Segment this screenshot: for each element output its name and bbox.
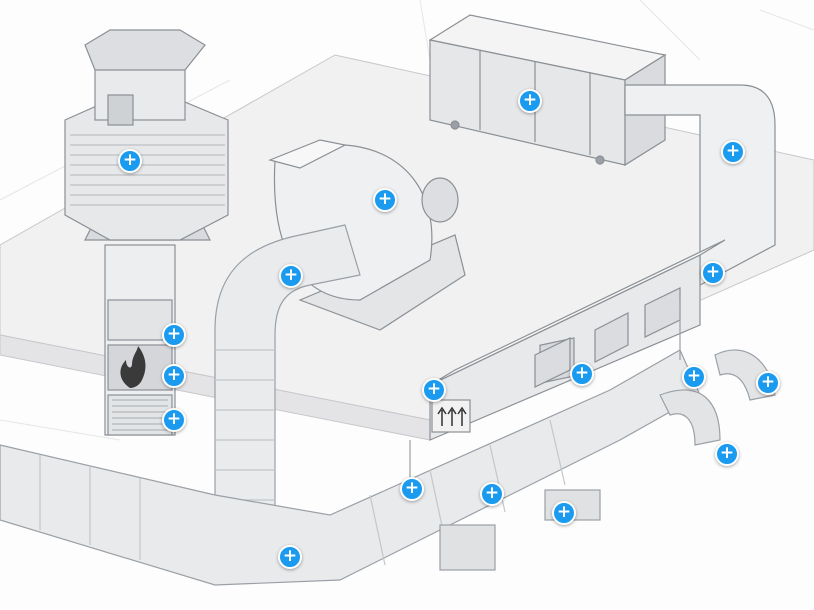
hotspot-round-duct-hanger[interactable]: + <box>400 477 424 501</box>
hotspot-shaft-damper[interactable]: + <box>162 323 186 347</box>
plus-icon: + <box>760 372 776 392</box>
hotspot-shaft-louver[interactable]: + <box>162 408 186 432</box>
hotspot-rect-duct-grille[interactable]: + <box>701 261 725 285</box>
plus-icon: + <box>574 363 590 383</box>
plus-icon: + <box>404 478 420 498</box>
hotspot-duct-support[interactable]: + <box>552 501 576 525</box>
plus-icon: + <box>166 409 182 429</box>
plus-icon: + <box>426 379 442 399</box>
rect-duct <box>429 84 776 441</box>
plus-icon: + <box>705 262 721 282</box>
plus-icon: + <box>283 265 299 285</box>
roof-fan <box>64 29 229 436</box>
hotspot-round-duct-main[interactable]: + <box>480 482 504 506</box>
heat-arrows-icon <box>437 406 467 426</box>
plus-icon: + <box>725 141 741 161</box>
hotspot-duct-bend-top[interactable]: + <box>721 140 745 164</box>
hotspot-round-duct-elbow[interactable]: + <box>278 545 302 569</box>
plus-icon: + <box>377 189 393 209</box>
hotspot-heater-section[interactable]: + <box>422 378 446 402</box>
hotspot-flex-duct[interactable]: + <box>279 264 303 288</box>
fire-icon <box>120 346 146 388</box>
plus-icon: + <box>166 324 182 344</box>
hotspot-filter-unit[interactable]: + <box>518 89 542 113</box>
plus-icon: + <box>166 365 182 385</box>
plus-icon: + <box>484 483 500 503</box>
hotspot-duct-grille-mid[interactable]: + <box>570 362 594 386</box>
plus-icon: + <box>122 150 138 170</box>
hotspot-shaft-fire-damper[interactable]: + <box>162 364 186 388</box>
plus-icon: + <box>556 502 572 522</box>
hotspot-roof-fan[interactable]: + <box>118 149 142 173</box>
flex-duct <box>214 224 361 526</box>
hotspot-branch-elbow-right[interactable]: + <box>756 371 780 395</box>
plus-icon: + <box>686 366 702 386</box>
plus-icon: + <box>522 90 538 110</box>
hotspot-centrifugal-fan[interactable]: + <box>373 188 397 212</box>
hotspot-branch-elbow-down[interactable]: + <box>715 442 739 466</box>
hotspot-branch-tee[interactable]: + <box>682 365 706 389</box>
plus-icon: + <box>719 443 735 463</box>
plus-icon: + <box>282 546 298 566</box>
